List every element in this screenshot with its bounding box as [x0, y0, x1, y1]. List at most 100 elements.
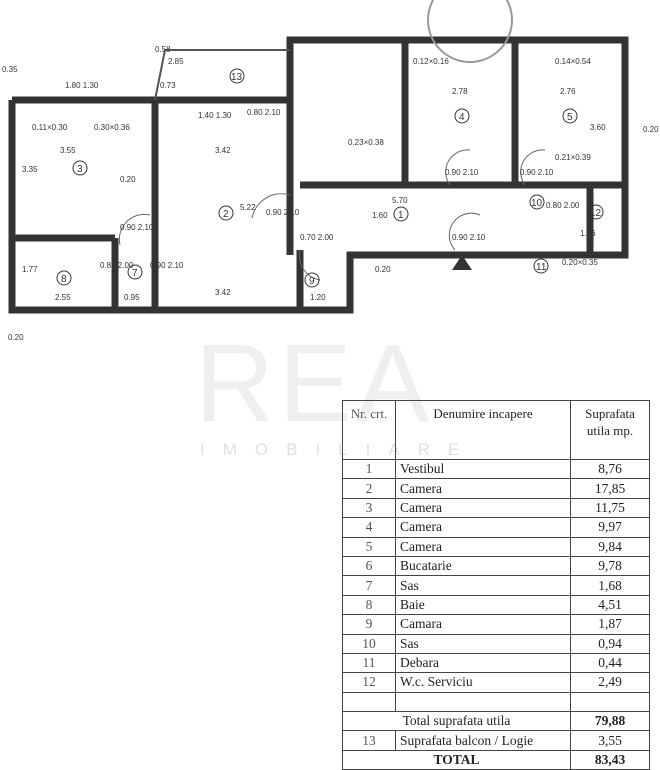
svg-text:1.60: 1.60	[372, 211, 388, 220]
svg-text:1.40 1.30: 1.40 1.30	[198, 111, 232, 120]
svg-text:0.35: 0.35	[2, 65, 18, 74]
room-number: 11	[342, 652, 396, 674]
svg-text:1.77: 1.77	[22, 265, 38, 274]
svg-text:0.58: 0.58	[155, 45, 171, 54]
room-number: 4	[342, 517, 396, 538]
room-name: Camera	[395, 517, 571, 538]
svg-text:0.11×0.30: 0.11×0.30	[32, 123, 68, 132]
svg-text:0.23×0.38: 0.23×0.38	[348, 138, 384, 147]
svg-text:1.20: 1.20	[310, 293, 326, 302]
room-area: 8,76	[570, 458, 650, 480]
svg-text:0.14×0.54: 0.14×0.54	[555, 57, 591, 66]
svg-text:0.73: 0.73	[160, 81, 176, 90]
room-area: 17,85	[570, 478, 650, 499]
room-name: Debara	[395, 652, 571, 674]
room-name: Sas	[395, 575, 571, 596]
svg-text:2.85: 2.85	[168, 57, 184, 66]
room-number: 6	[342, 555, 396, 577]
svg-text:0.70 2.00: 0.70 2.00	[300, 233, 334, 242]
svg-text:0.12×0.16: 0.12×0.16	[413, 57, 449, 66]
room-area: 1,68	[570, 575, 650, 596]
room-area: 4,51	[570, 594, 650, 616]
svg-text:10: 10	[531, 198, 543, 209]
room-area: 1,87	[570, 614, 650, 635]
svg-text:0.80 2.10: 0.80 2.10	[247, 108, 281, 117]
stamp-seal	[427, 0, 513, 63]
area-table: Nr. crt. Denumire incapere Suprafata uti…	[342, 400, 650, 770]
total-row: TOTAL 83,43	[342, 749, 650, 770]
room-number: 2	[342, 478, 396, 499]
svg-text:5: 5	[567, 112, 573, 123]
svg-text:1.80 1.30: 1.80 1.30	[65, 81, 99, 90]
walls	[8, 36, 629, 314]
room-name: Camera	[395, 536, 571, 557]
svg-text:0.90 2.10: 0.90 2.10	[266, 208, 300, 217]
room-name: Vestibul	[395, 458, 571, 480]
svg-text:9: 9	[309, 276, 315, 287]
svg-text:0.90 2.10: 0.90 2.10	[452, 233, 486, 242]
svg-text:1.66: 1.66	[580, 229, 596, 238]
svg-text:1: 1	[398, 210, 404, 221]
svg-text:3.35: 3.35	[22, 165, 38, 174]
svg-text:0.90 2.10: 0.90 2.10	[120, 223, 154, 232]
room-name: Camera	[395, 478, 571, 499]
floor-plan: 1 2 3 4 5 7 8 9 10 11 12 13 3.55 3.42 3.…	[2, 0, 659, 342]
room-number: 7	[342, 575, 396, 596]
svg-text:0.21×0.39: 0.21×0.39	[555, 153, 591, 162]
svg-text:2.78: 2.78	[452, 87, 468, 96]
blank-row	[342, 691, 650, 713]
balcony-row: 13 Suprafata balcon / Logie 3,55	[342, 730, 650, 751]
svg-text:0.20×0.35: 0.20×0.35	[562, 258, 598, 267]
room-numbers: 1 2 3 4 5 7 8 9 10 11 12 13	[56, 68, 604, 288]
room-area: 11,75	[570, 497, 650, 519]
svg-text:4: 4	[459, 112, 465, 123]
room-area: 0,94	[570, 633, 650, 654]
svg-text:0.20: 0.20	[120, 175, 136, 184]
svg-text:0.90 2.10: 0.90 2.10	[445, 168, 479, 177]
room-name: Baie	[395, 594, 571, 616]
svg-text:0.20: 0.20	[8, 333, 24, 342]
svg-text:0.30×0.36: 0.30×0.36	[94, 123, 130, 132]
room-number: 3	[342, 497, 396, 519]
svg-text:3: 3	[77, 164, 83, 175]
svg-text:5.70: 5.70	[392, 196, 408, 205]
svg-text:0.90 2.10: 0.90 2.10	[520, 168, 554, 177]
svg-text:5.22: 5.22	[240, 203, 256, 212]
room-name: Bucatarie	[395, 555, 571, 577]
door-arcs	[118, 149, 546, 281]
svg-text:2: 2	[223, 209, 229, 220]
svg-text:13: 13	[231, 72, 243, 83]
room-number: 9	[342, 614, 396, 635]
room-area: 9,78	[570, 555, 650, 577]
room-name: Camara	[395, 614, 571, 635]
room-area: 2,49	[570, 672, 650, 693]
svg-text:11: 11	[536, 262, 547, 273]
total-useful-row: Total suprafata utila 79,88	[342, 711, 650, 732]
room-number: 12	[342, 672, 396, 693]
svg-text:7: 7	[132, 268, 138, 279]
svg-text:3.42: 3.42	[215, 146, 231, 155]
room-number: 10	[342, 633, 396, 654]
room-name: W.c. Serviciu	[395, 672, 571, 693]
svg-text:0.80 2.00: 0.80 2.00	[100, 261, 134, 270]
north-arrow-icon	[452, 255, 472, 270]
svg-text:0.20: 0.20	[375, 265, 391, 274]
svg-text:12: 12	[590, 208, 602, 219]
svg-text:2.76: 2.76	[560, 87, 576, 96]
room-area: 9,97	[570, 517, 650, 538]
balcony-outline	[154, 49, 290, 101]
svg-text:3.60: 3.60	[590, 123, 606, 132]
svg-text:8: 8	[61, 274, 67, 285]
svg-text:3.42: 3.42	[215, 288, 231, 297]
dimension-labels: 3.55 3.42 3.42 5.22 3.35 1.77 2.55 0.95 …	[2, 45, 659, 342]
